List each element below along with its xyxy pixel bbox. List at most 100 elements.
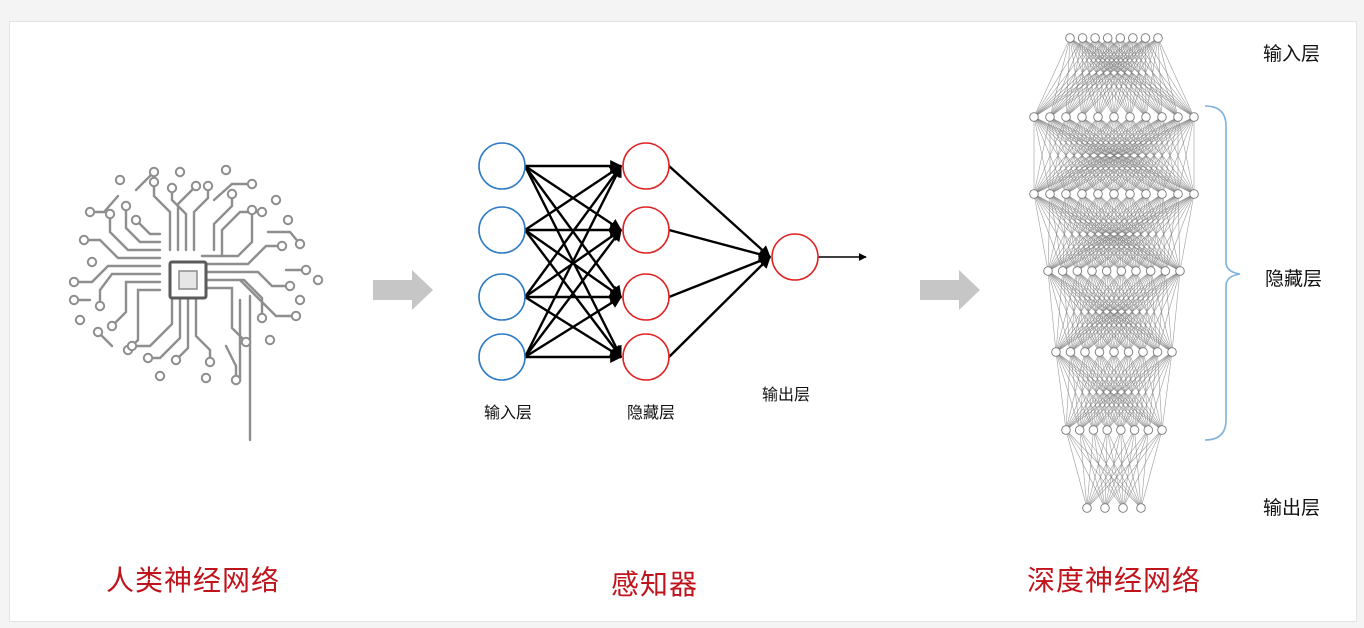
deep-edge	[1081, 37, 1121, 118]
deep-edge	[1128, 270, 1181, 353]
deep-edge	[1113, 37, 1159, 118]
brain-node	[92, 326, 104, 338]
deep-edge	[1077, 193, 1179, 272]
deep-edge	[1049, 37, 1121, 118]
deep-edge	[1121, 193, 1195, 272]
perceptron-edge	[524, 295, 623, 359]
deep-edge	[1062, 193, 1115, 272]
brain-node	[220, 164, 232, 176]
deep-edge	[1079, 351, 1115, 431]
deep-edge	[1157, 37, 1179, 118]
deep-edge	[1122, 429, 1163, 509]
deep-edge	[1113, 193, 1151, 272]
deep-edge	[1077, 193, 1099, 272]
deep-edge	[1135, 193, 1195, 272]
brain-trace	[82, 238, 162, 260]
deep-edge	[1099, 351, 1122, 431]
deep-edge	[1055, 351, 1135, 431]
brain-node	[126, 340, 138, 352]
brain-node	[68, 276, 80, 288]
perceptron-input-node	[478, 273, 526, 321]
deep-edge	[1099, 270, 1181, 353]
deep-edge	[1081, 37, 1159, 118]
perceptron-edge	[523, 164, 623, 358]
deep-edge	[1065, 37, 1159, 118]
deep-edge	[1049, 37, 1146, 118]
deep-edge	[1033, 37, 1159, 118]
deep-edge	[1033, 116, 1099, 195]
deep-edge	[1055, 351, 1108, 431]
deep-node	[1189, 189, 1199, 199]
deep-edge	[1065, 193, 1093, 272]
deep-edge	[1049, 193, 1181, 272]
deep-edge	[1099, 351, 1108, 431]
deep-edge	[1113, 351, 1135, 431]
deep-edge	[1120, 351, 1158, 431]
deep-edge	[1047, 193, 1131, 272]
deep-edge	[1055, 270, 1137, 353]
deep-input-label: 输入层	[1263, 43, 1321, 65]
deep-node	[1128, 33, 1138, 43]
deep-edge	[1065, 351, 1086, 431]
deep-node	[1116, 266, 1127, 276]
deep-edge	[1086, 429, 1094, 509]
deep-edge	[1079, 351, 1086, 431]
deep-edge	[1145, 193, 1181, 272]
deep-edge	[1091, 193, 1131, 272]
deep-node	[1087, 266, 1097, 276]
deep-edge	[1134, 351, 1158, 431]
deep-edge	[1055, 270, 1078, 353]
brain-node	[240, 336, 252, 348]
deep-edge	[1049, 37, 1096, 118]
deep-edge	[1065, 193, 1166, 272]
deep-edge	[1099, 351, 1149, 431]
deep-edge	[1084, 351, 1094, 431]
deep-edge	[1047, 193, 1179, 272]
deep-edge	[1097, 193, 1181, 272]
deep-edge	[1086, 429, 1108, 509]
deep-node	[1057, 266, 1068, 276]
deep-edge	[1179, 193, 1195, 272]
deep-edge	[1033, 37, 1108, 118]
deep-node	[1109, 189, 1119, 199]
brain-node	[78, 234, 90, 246]
brain-node	[282, 214, 294, 226]
brain-node	[166, 182, 178, 194]
deep-edge	[1065, 351, 1173, 431]
deep-edge	[1070, 351, 1163, 431]
deep-edge	[1135, 193, 1147, 272]
deep-edge	[1049, 37, 1108, 118]
perceptron-edge	[524, 229, 622, 358]
brain-node	[246, 178, 258, 190]
deep-node	[1061, 189, 1071, 199]
deep-edge	[1081, 116, 1195, 195]
deep-edge	[1077, 193, 1195, 272]
deep-edge	[1055, 270, 1151, 353]
perceptron-edge	[668, 165, 771, 258]
deep-edge	[1129, 193, 1137, 272]
deep-edge	[1091, 193, 1099, 272]
deep-node	[1143, 425, 1154, 435]
brain-trace	[98, 272, 162, 308]
deep-edge	[1093, 351, 1115, 431]
deep-edge	[1062, 193, 1147, 272]
deep-node	[1072, 266, 1083, 276]
deep-edge	[1145, 116, 1195, 195]
brain-trace	[174, 296, 190, 362]
deep-node	[1129, 425, 1140, 435]
deep-edge	[1091, 193, 1147, 272]
deep-edge	[1097, 193, 1107, 272]
deep-edge	[1147, 351, 1158, 431]
deep-edge	[1129, 37, 1159, 118]
deep-edge	[1128, 351, 1149, 431]
deep-edge	[1091, 193, 1115, 272]
brain-node	[294, 294, 306, 306]
brain-trace	[134, 218, 162, 236]
deep-edge	[1070, 351, 1149, 431]
deep-edge	[1077, 193, 1163, 272]
perceptron-hidden-node	[622, 142, 670, 190]
deep-edge	[1065, 429, 1124, 509]
brain-node	[84, 206, 96, 218]
deep-edge	[1047, 193, 1083, 272]
